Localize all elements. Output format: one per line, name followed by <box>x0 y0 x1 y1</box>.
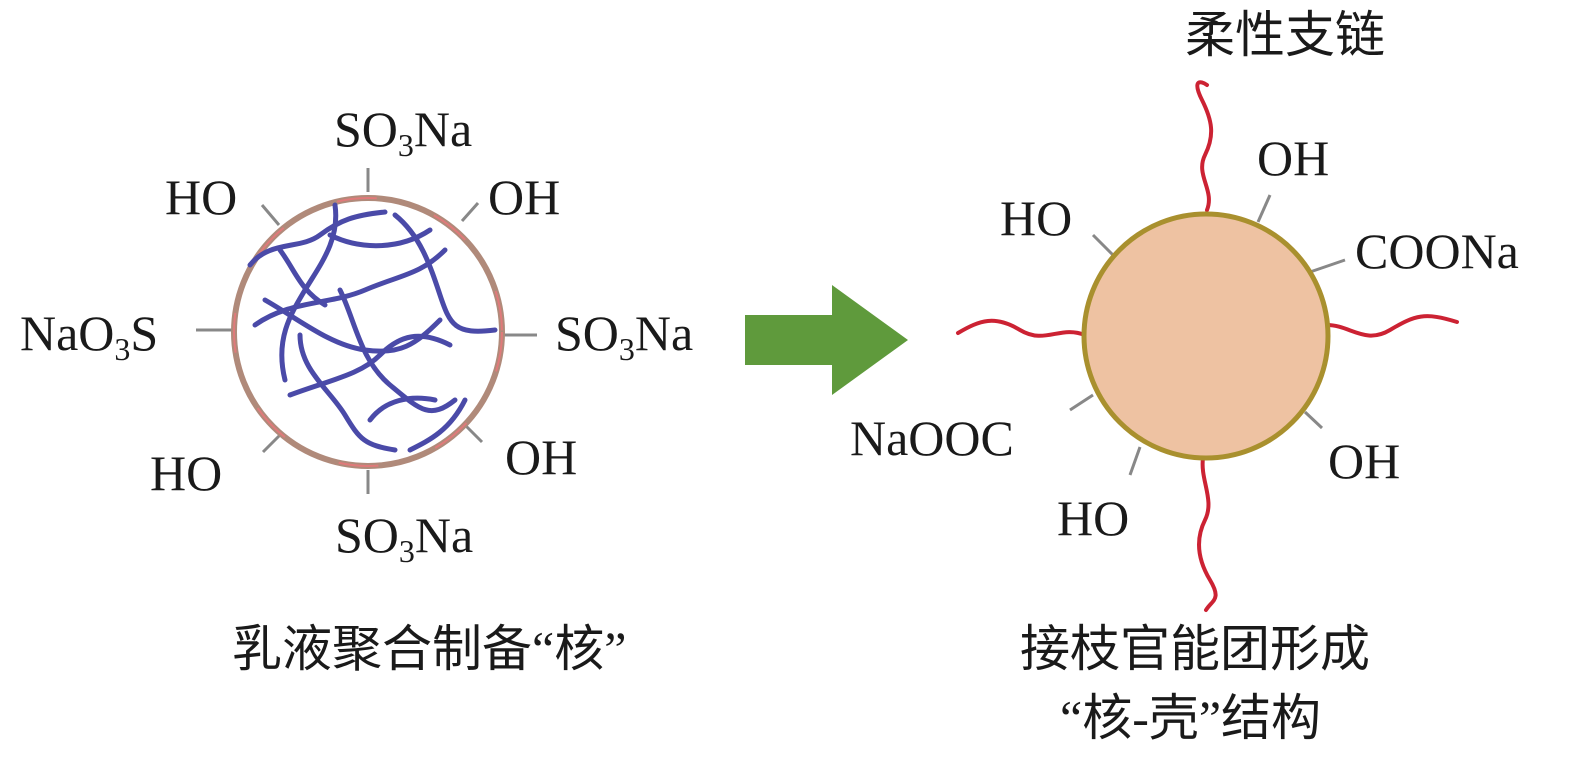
flexible-chain-top <box>1195 80 1214 212</box>
label-r-lower-right-oh: OH <box>1328 433 1400 489</box>
polymer-chain-11 <box>367 395 438 423</box>
label-r-naooc: NaOOC <box>850 410 1014 466</box>
polymer-chain-10 <box>327 227 433 249</box>
label-r-top-oh: OH <box>1257 130 1329 186</box>
chain-label: 柔性支链 <box>1185 7 1385 63</box>
bond-bottom-left <box>261 431 284 454</box>
bond-r-coona <box>1309 258 1346 274</box>
bond-r-bottom-ho <box>1128 446 1142 476</box>
right-shell-group: 柔性支链 OH HO COONa NaOOC OH HO 接枝官能团形成 “核-… <box>850 7 1519 746</box>
right-caption-line2: “核-壳”结构 <box>1060 690 1321 746</box>
polymer-chain-6 <box>297 332 398 453</box>
flexible-chain-left <box>956 318 1087 338</box>
core-sphere-outline <box>231 195 505 469</box>
right-caption-line1: 接枝官能团形成 <box>1020 621 1370 677</box>
polymer-chain-8 <box>287 333 453 398</box>
core-shell-sphere <box>1081 211 1331 461</box>
polymer-chain-1 <box>247 209 388 268</box>
label-left-nao3s: NaO3S <box>20 305 158 367</box>
label-r-coona: COONa <box>1355 223 1519 279</box>
right-bonds <box>1069 194 1346 476</box>
label-top-so3na: SO3Na <box>334 101 472 163</box>
polymer-chain-12 <box>277 247 328 308</box>
bond-r-top-oh <box>1256 194 1272 223</box>
label-bottom-right-oh: OH <box>505 429 577 485</box>
bond-r-upper-left-ho <box>1091 233 1115 257</box>
process-arrow <box>745 285 908 395</box>
polymer-chain-4 <box>392 212 498 334</box>
left-bonds <box>196 168 537 494</box>
label-top-left-ho: HO <box>165 169 237 225</box>
polymer-chain-9 <box>407 397 468 453</box>
label-bottom-left-ho: HO <box>150 445 222 501</box>
bond-r-lower-right-oh <box>1303 410 1324 430</box>
bond-top-right <box>460 202 480 222</box>
flexible-chain-bottom <box>1197 456 1218 612</box>
label-r-bottom-ho: HO <box>1057 490 1129 546</box>
polymer-chains <box>247 202 498 453</box>
bond-top-left <box>260 204 281 226</box>
arrow-shape <box>745 285 908 395</box>
flexible-chain-right <box>1325 314 1459 338</box>
flexible-chains <box>956 80 1459 612</box>
label-top-right-oh: OH <box>488 169 560 225</box>
label-bottom-so3na: SO3Na <box>335 507 473 569</box>
polymer-chain-7 <box>337 287 458 414</box>
left-caption: 乳液聚合制备“核” <box>232 621 626 677</box>
label-r-upper-left-ho: HO <box>1000 190 1072 246</box>
label-right-so3na: SO3Na <box>555 305 693 367</box>
bond-r-naooc <box>1069 393 1094 412</box>
left-core-group: SO3Na SO3Na SO3Na NaO3S HO OH HO OH 乳液聚合… <box>20 101 693 677</box>
core-sphere-accent <box>233 197 503 467</box>
